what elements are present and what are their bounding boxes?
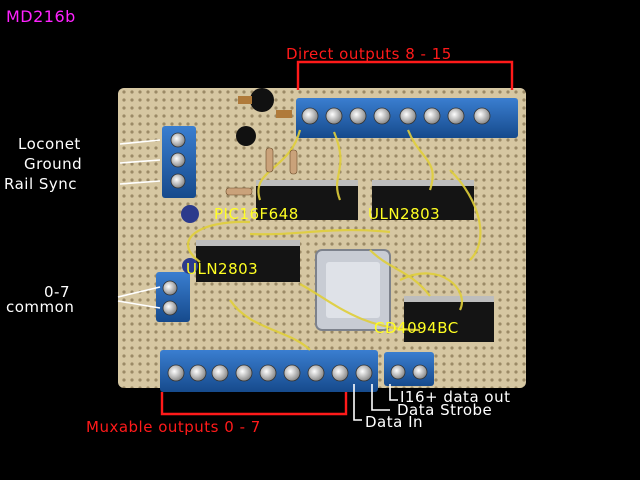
rail-sync-label: Rail Sync xyxy=(4,175,78,193)
cd4094-label: CD4094BC xyxy=(374,319,459,337)
direct-output-terminal-block xyxy=(296,98,518,138)
muxable-outputs-bracket xyxy=(160,392,348,416)
common-word-label: common xyxy=(6,298,75,316)
ic-chips xyxy=(196,186,494,342)
direct-outputs-label: Direct outputs 8 - 15 xyxy=(286,45,452,63)
common-0-7-label: 0-7 xyxy=(44,283,70,301)
muxable-outputs-label: Muxable outputs 0 - 7 xyxy=(86,418,261,436)
data-in-label: Data In xyxy=(365,413,424,431)
direct-outputs-bracket xyxy=(296,60,514,90)
pic-chip-label: PIC16F648 xyxy=(214,205,299,223)
loconet-label: Loconet xyxy=(18,135,81,153)
loconet-terminal-block xyxy=(162,126,196,198)
page-title: MD216b xyxy=(6,7,76,26)
data-strobe-label: Data Strobe xyxy=(397,401,493,419)
ground-label: Ground xyxy=(24,155,83,173)
muxable-output-terminal-block xyxy=(160,350,378,392)
data-terminal-block xyxy=(384,352,434,386)
common-terminal-block xyxy=(156,272,190,322)
uln2803-left-label: ULN2803 xyxy=(186,260,259,278)
uln2803-top-label: ULN2803 xyxy=(368,205,441,223)
i16-data-out-label: I16+ data out xyxy=(400,388,511,406)
